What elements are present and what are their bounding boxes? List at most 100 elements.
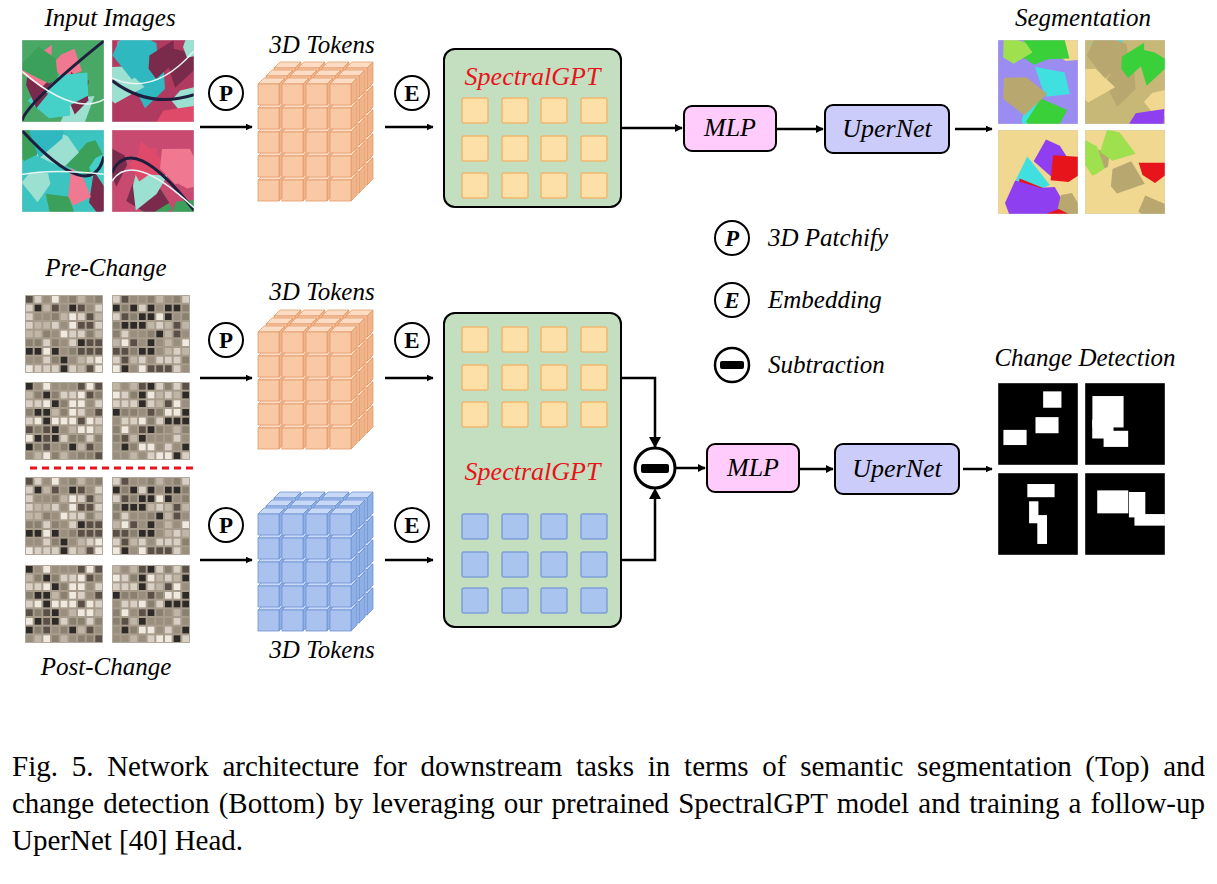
cube-front [282,132,303,153]
building [174,296,181,303]
building [26,539,33,546]
image-frame [112,40,194,122]
building [52,357,59,364]
building [165,331,172,338]
building [43,296,50,303]
building [182,365,189,372]
ground [1085,383,1165,465]
building [182,495,189,502]
building [35,601,42,608]
building [43,592,50,599]
cube-front [282,610,303,631]
building [182,521,189,528]
building [156,592,163,599]
ground [25,477,103,555]
building [156,357,163,364]
building [182,601,189,608]
building [148,305,155,312]
building [69,365,76,372]
building [165,566,172,573]
label-text: 3D Tokens [269,278,374,305]
label-text: Pre-Change [45,254,166,281]
building [95,313,102,320]
building [61,609,68,616]
building [156,575,163,582]
building [174,530,181,537]
building [35,426,42,433]
building [95,627,102,634]
building [122,418,129,425]
river [112,170,194,208]
building [139,495,146,502]
cube-front [282,156,303,177]
patch [89,171,104,212]
building [26,487,33,494]
building [165,618,172,625]
building [139,392,146,399]
building [35,627,42,634]
building [95,331,102,338]
building [174,539,181,546]
building [156,331,163,338]
building [113,530,120,537]
building [148,547,155,554]
cube-front [258,380,279,401]
building [156,521,163,528]
building [43,339,50,346]
building [174,426,181,433]
token-square [502,588,528,613]
building [61,313,68,320]
building [78,331,85,338]
cube-front [306,332,327,353]
cube-side [367,86,373,113]
patch [1139,163,1165,183]
building [174,627,181,634]
image-fc [112,40,194,122]
building [61,305,68,312]
building [165,478,172,485]
cube-front [330,538,351,559]
image-cd [998,473,1078,555]
part-label: Pre-Change [45,254,166,282]
building [165,487,172,494]
building [26,478,33,485]
step-symbol: E [394,322,430,358]
token-square [581,514,607,539]
token-square [541,365,567,390]
patch [1086,168,1112,196]
building [87,383,94,390]
building [87,566,94,573]
cube-front [258,132,279,153]
building [95,426,102,433]
building [156,635,163,642]
cube-front [306,356,327,377]
minus-bar [720,361,744,369]
step-symbol: E [394,507,430,543]
cube-side [367,158,373,185]
building [52,348,59,355]
building [174,601,181,608]
building [148,357,155,364]
subtraction-circle [715,348,749,382]
building [35,521,42,528]
building [52,365,59,372]
patch [1141,49,1165,86]
node-text: MLP [727,453,779,483]
building [52,452,59,459]
cube-front [330,356,351,377]
building [174,609,181,616]
building [174,305,181,312]
building [130,435,137,442]
building [165,418,172,425]
building [156,530,163,537]
building [182,530,189,537]
building [148,513,155,520]
patch [1003,40,1032,64]
building [35,575,42,582]
patch [1058,193,1078,214]
label-text: Change Detection [994,344,1175,371]
building [87,601,94,608]
building [165,495,172,502]
building [122,426,129,433]
building [113,618,120,625]
